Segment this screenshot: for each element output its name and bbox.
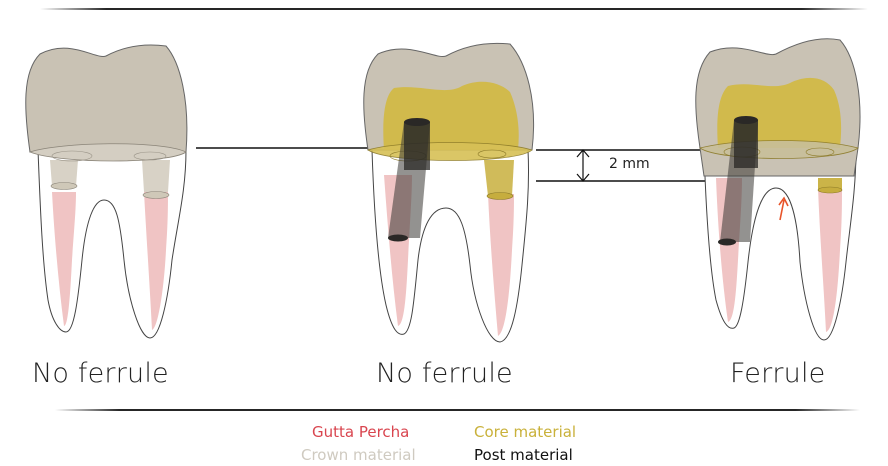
legend-gutta-percha: Gutta Percha <box>312 423 409 441</box>
caption-right: Ferrule <box>730 358 826 389</box>
bottom-rule <box>55 409 860 411</box>
legend-post-material: Post material <box>474 446 573 464</box>
caption-middle: No ferrule <box>376 358 513 389</box>
legend-crown-material: Crown material <box>301 446 416 464</box>
tooth-no-ferrule-middle <box>364 43 534 342</box>
tooth-ferrule-right <box>696 39 860 340</box>
dimension-arrow <box>577 150 589 181</box>
top-rule <box>40 8 868 10</box>
crown <box>26 45 187 152</box>
ferrule-arrow-icon <box>779 198 788 220</box>
tooth-no-ferrule-left <box>26 45 187 338</box>
caption-left: No ferrule <box>32 358 169 389</box>
dimension-label: 2 mm <box>609 156 650 172</box>
legend-core-material: Core material <box>474 423 576 441</box>
